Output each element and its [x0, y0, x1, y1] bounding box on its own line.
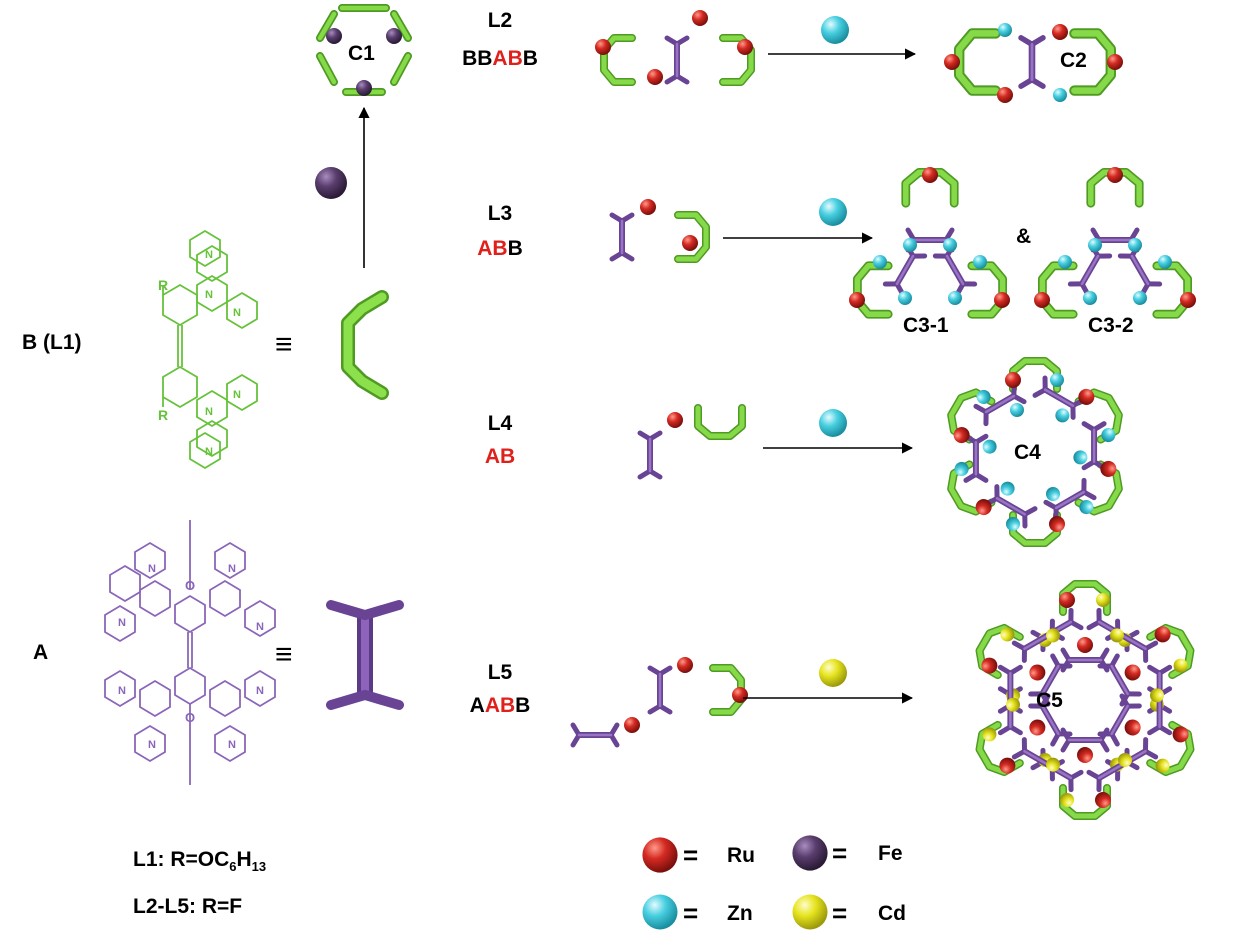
svg-text:N: N: [205, 289, 213, 301]
legend-ru-eq: =: [683, 840, 699, 870]
l4-name: L4: [487, 412, 513, 435]
equiv-sign-b: ≡: [275, 328, 293, 361]
l2-seq-highlight: AB: [492, 47, 523, 70]
svg-text:N: N: [205, 249, 213, 261]
l2-sequence: BBABB: [450, 48, 550, 69]
c3-2-cage: [1034, 167, 1196, 314]
formula-l1-sub1: 6: [229, 859, 237, 875]
b-chemical-structure: [162, 229, 258, 470]
c1-cage: [316, 4, 412, 96]
legend-ru-label: Ru: [727, 844, 755, 867]
legend-cd-label: Cd: [878, 902, 906, 925]
cd-sphere-l5: [819, 659, 847, 687]
legend-fe-label: Fe: [878, 842, 903, 865]
legend-fe-eq: =: [832, 838, 848, 868]
svg-text:N: N: [205, 406, 213, 418]
svg-text:N: N: [228, 563, 236, 575]
l5-seq-highlight: AB: [484, 694, 516, 717]
r-top-label: R: [158, 277, 168, 293]
l4-reactant: [640, 408, 742, 477]
zn-sphere-l3: [819, 198, 847, 226]
legend-zn-eq: =: [683, 898, 699, 928]
c3-1-label: C3-1: [903, 314, 949, 337]
c5-label: C5: [1036, 689, 1063, 712]
svg-text:N: N: [118, 617, 126, 629]
svg-text:N: N: [118, 685, 126, 697]
l3-name: L3: [487, 202, 513, 225]
l2-name: L2: [487, 9, 513, 32]
l5-seq-post: B: [515, 694, 531, 717]
l5-sequence: AABB: [450, 695, 550, 716]
l4-sequence: AB: [450, 446, 550, 467]
a-chemical-structure: [104, 520, 276, 785]
ampersand: &: [1016, 225, 1032, 248]
formula-l1-mid: H: [236, 848, 252, 871]
l3-seq-highlight: AB: [477, 237, 508, 260]
svg-text:N: N: [233, 307, 241, 319]
legend-zn-label: Zn: [727, 902, 753, 925]
b-ligand-symbol: [341, 290, 389, 400]
formula-l1: L1: R=OC6H13: [133, 849, 266, 873]
c1-label: C1: [348, 42, 375, 65]
legend-ru-sphere: [642, 837, 678, 873]
l3-reactant: [612, 199, 706, 259]
svg-text:N: N: [148, 563, 156, 575]
formula-l2-l5: L2-L5: R=F: [133, 895, 243, 918]
c3-1-cage: [849, 167, 1010, 314]
zn-sphere-l4: [819, 409, 847, 437]
c2-label: C2: [1060, 49, 1087, 72]
c3-2-label: C3-2: [1088, 314, 1134, 337]
l5-reactant: [573, 657, 748, 745]
legend-cd-eq: =: [832, 898, 848, 928]
l3-seq-post: B: [507, 237, 523, 260]
svg-text:O: O: [185, 710, 195, 725]
svg-text:N: N: [256, 621, 264, 633]
legend-zn-sphere: [642, 894, 678, 930]
l3-sequence: ABB: [450, 238, 550, 259]
formula-l1-prefix: L1: R=OC: [133, 848, 230, 871]
legend-fe-sphere: [792, 835, 828, 871]
a-structure-atom-labels: O O N N N N N N N N: [118, 563, 264, 751]
l4-seq-highlight: AB: [484, 445, 516, 468]
l5-name: L5: [487, 661, 513, 684]
l2-reactant: [595, 10, 753, 85]
l2-seq-pre: BB: [462, 47, 493, 70]
legend-cd-sphere: [792, 894, 828, 930]
c4-label: C4: [1014, 441, 1041, 464]
a-ligand-symbol: [326, 600, 404, 710]
svg-text:N: N: [233, 389, 241, 401]
equiv-sign-a: ≡: [275, 638, 293, 671]
l2-seq-post: B: [522, 47, 538, 70]
svg-text:N: N: [148, 739, 156, 751]
a-ligand-label: A: [33, 641, 49, 664]
zn-sphere-l2: [821, 16, 849, 44]
svg-text:N: N: [256, 685, 264, 697]
l5-seq-pre: A: [469, 694, 485, 717]
b-structure-atom-labels: R R N N N N N N: [158, 249, 241, 458]
r-bottom-label: R: [158, 407, 168, 423]
c5-cage: [959, 584, 1212, 816]
svg-text:O: O: [185, 578, 195, 593]
b-ligand-label: B (L1): [22, 331, 82, 354]
formula-l1-sub2: 13: [251, 859, 267, 875]
c2-cage: [944, 23, 1123, 103]
fe-sphere-reagent: [315, 167, 347, 199]
svg-text:N: N: [228, 739, 236, 751]
svg-text:N: N: [205, 446, 213, 458]
